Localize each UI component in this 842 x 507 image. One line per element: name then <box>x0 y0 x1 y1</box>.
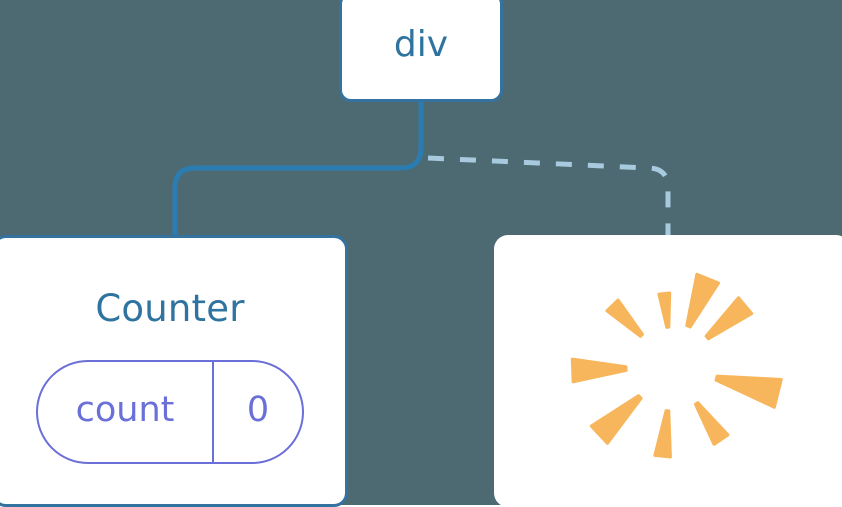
sparkle-ray-3 <box>605 298 644 338</box>
sparkle-burst-icon <box>570 272 783 459</box>
edge-root-to-counter <box>172 97 424 243</box>
node-div-label: div <box>393 24 449 65</box>
sparkle-ray-5 <box>589 394 643 445</box>
state-pill[interactable]: count 0 <box>36 360 304 464</box>
sparkle-ray-8 <box>714 374 783 409</box>
node-sparkle[interactable] <box>494 235 842 507</box>
sparkle-ray-4 <box>570 357 628 384</box>
sparkle-ray-9 <box>704 296 754 341</box>
node-counter[interactable]: Counter count 0 <box>0 235 348 507</box>
sparkle-ray-7 <box>693 401 730 446</box>
sparkle-ray-6 <box>653 409 672 459</box>
state-value-label: 0 <box>246 390 270 430</box>
edge-root-to-sparkle <box>427 155 671 240</box>
node-counter-label: Counter <box>95 287 245 330</box>
state-pill-value-cell: 0 <box>214 362 302 462</box>
state-key-label: count <box>75 390 175 430</box>
state-pill-key-cell: count <box>38 362 214 462</box>
node-div[interactable]: div <box>339 0 503 102</box>
sparkle-ray-2 <box>657 291 672 329</box>
sparkle-ray-1 <box>685 272 721 329</box>
